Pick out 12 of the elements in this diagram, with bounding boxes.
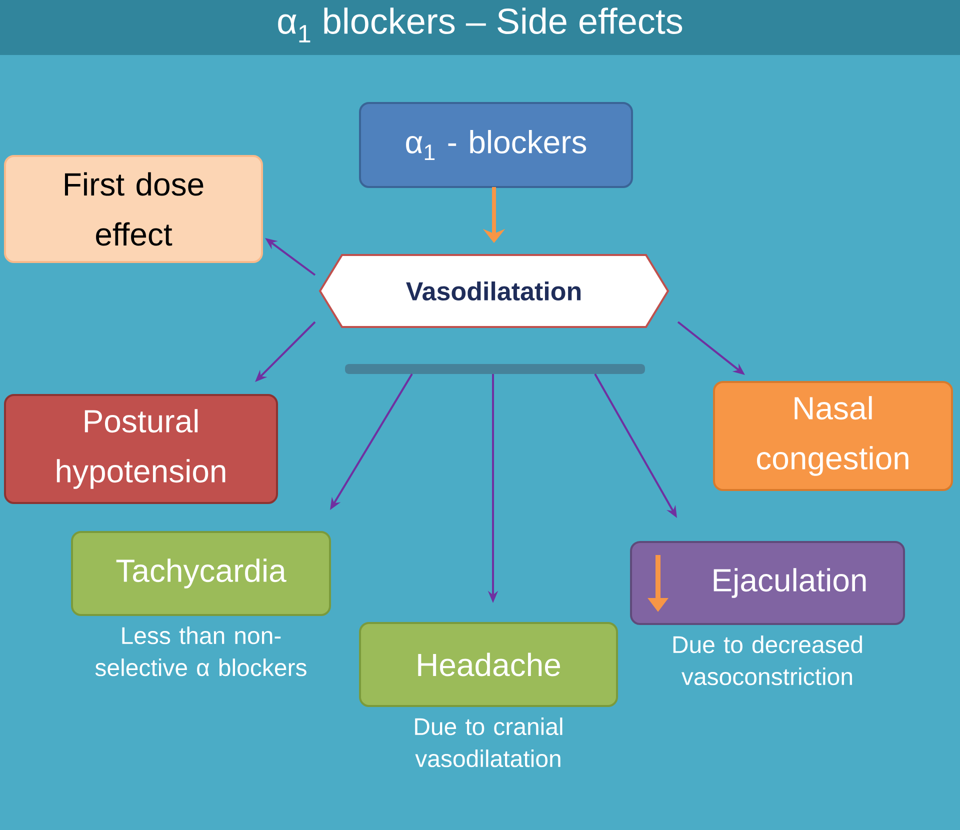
shadow-bar	[345, 364, 645, 374]
process-box: Tachycardia	[71, 531, 331, 616]
note-text: Less than non-selective α blockers	[95, 626, 306, 676]
process-box: Ejaculation	[630, 541, 905, 625]
process-box: Nasal congestion	[713, 381, 954, 491]
process-box: α$_{1}$ - blockers	[359, 102, 633, 188]
process-box: First dose effect	[4, 155, 263, 263]
process-box: Headache	[359, 622, 618, 707]
note-text: Due to decreased vasoconstriction	[673, 636, 862, 686]
title-band: α$_{1}$ blockers – Side effects	[0, 0, 960, 55]
process-box: Postural hypotension	[4, 394, 278, 504]
note-text: Due to cranial vasodilatation	[415, 718, 562, 768]
